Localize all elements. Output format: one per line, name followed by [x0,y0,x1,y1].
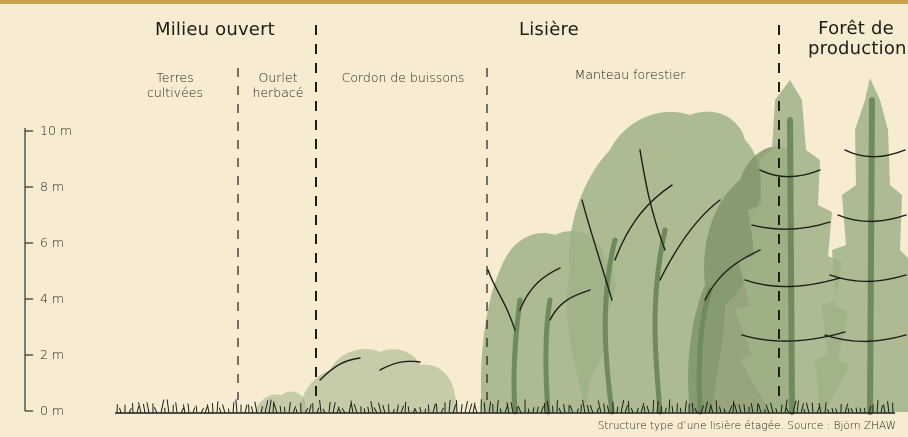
forest-conifer-right [815,78,908,412]
shrub-cluster-small [255,391,306,412]
scale-label-6m: 6 m [40,235,65,250]
subzone-mantle: Manteau forestier [574,67,686,82]
top-accent-bar [0,0,908,4]
branch-strokes [319,149,907,381]
height-scale [24,128,33,412]
subzone-shrubs: Cordon de buissons [341,70,465,85]
vegetation [115,78,908,415]
subzone-herbaceous: Ourlet herbacé [252,70,304,100]
scale-label-10m: 10 m [40,123,73,138]
zone-title-open: Milieu ouvert [155,19,275,40]
scale-label-8m: 8 m [40,179,65,194]
subzone-cultivated: Terres cultivées [147,70,203,100]
zone-title-edge: Lisière [519,19,579,40]
zone-boundaries [237,25,780,400]
scale-label-0m: 0 m [40,403,65,418]
shrub-cluster [300,349,458,412]
grass-strip [116,399,894,414]
tree-trunks [511,97,875,415]
scale-label-2m: 2 m [40,347,65,362]
zone-title-forest: Forêt de production [808,18,907,59]
figure-caption: Structure type d’une lisière étagée. Sou… [597,420,896,432]
scale-label-4m: 4 m [40,291,65,306]
